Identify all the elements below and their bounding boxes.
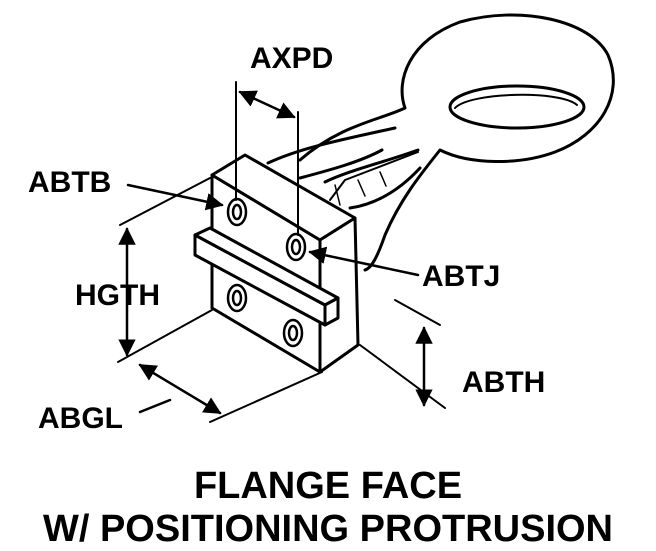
positioning-protrusion (193, 226, 340, 327)
shank (266, 126, 422, 210)
label-abth: ABTH (462, 366, 545, 399)
ring-eye (298, 13, 615, 272)
label-axpd: AXPD (250, 42, 333, 75)
caption-line-2: W/ POSITIONING PROTRUSION (43, 508, 613, 550)
extension-lines (117, 81, 446, 423)
label-abtb: ABTB (28, 166, 111, 199)
dimension-arrows (118, 90, 433, 415)
caption-line-1: FLANGE FACE (194, 465, 462, 507)
label-hgth: HGTH (75, 279, 160, 312)
label-abgl: ABGL (38, 402, 123, 435)
label-abtj: ABTJ (422, 260, 500, 293)
